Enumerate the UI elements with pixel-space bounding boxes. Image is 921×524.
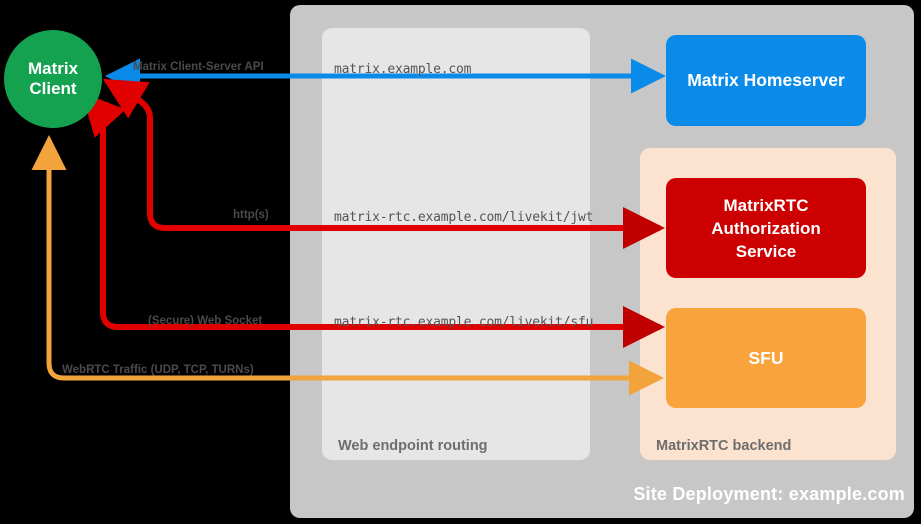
edge-label-client-server-api: Matrix Client-Server API — [133, 61, 264, 73]
url-label-livekit-sfu: matrix-rtc.example.com/livekit/sfu — [334, 315, 594, 330]
site-deployment-label: Site Deployment: example.com — [633, 484, 905, 504]
edge-web-socket-sfu — [81, 92, 665, 348]
matrixrtc-auth-label-line1: MatrixRTC — [723, 195, 809, 215]
edge-label-web-socket: (Secure) Web Socket — [148, 315, 263, 327]
edge-label-webrtc-traffic: WebRTC Traffic (UDP, TCP, TURNs) — [62, 364, 254, 376]
matrix-client-label-line2: Client — [29, 79, 77, 98]
matrixrtc-auth-label-line2: Authorization — [711, 218, 821, 238]
web-endpoint-routing-label: Web endpoint routing — [338, 438, 488, 454]
node-matrix-client[interactable]: Matrix Client — [4, 30, 102, 128]
matrix-homeserver-label: Matrix Homeserver — [687, 70, 845, 90]
edge-https-jwt — [102, 78, 665, 249]
web-endpoint-routing-panel — [322, 28, 590, 460]
matrixrtc-backend-label: MatrixRTC backend — [656, 438, 792, 454]
node-matrix-homeserver[interactable]: Matrix Homeserver — [666, 35, 866, 126]
url-label-livekit-jwt: matrix-rtc.example.com/livekit/jwt — [334, 210, 594, 225]
matrix-client-label-line1: Matrix — [27, 59, 79, 78]
node-matrixrtc-authorization-service[interactable]: MatrixRTC Authorization Service — [666, 178, 866, 278]
matrixrtc-auth-label-line3: Service — [735, 241, 797, 261]
edge-label-https: http(s) — [233, 209, 269, 221]
edge-webrtc-traffic — [31, 135, 664, 396]
node-sfu[interactable]: SFU — [666, 308, 866, 408]
sfu-label: SFU — [748, 347, 784, 368]
url-label-matrix-example-com: matrix.example.com — [334, 62, 472, 77]
